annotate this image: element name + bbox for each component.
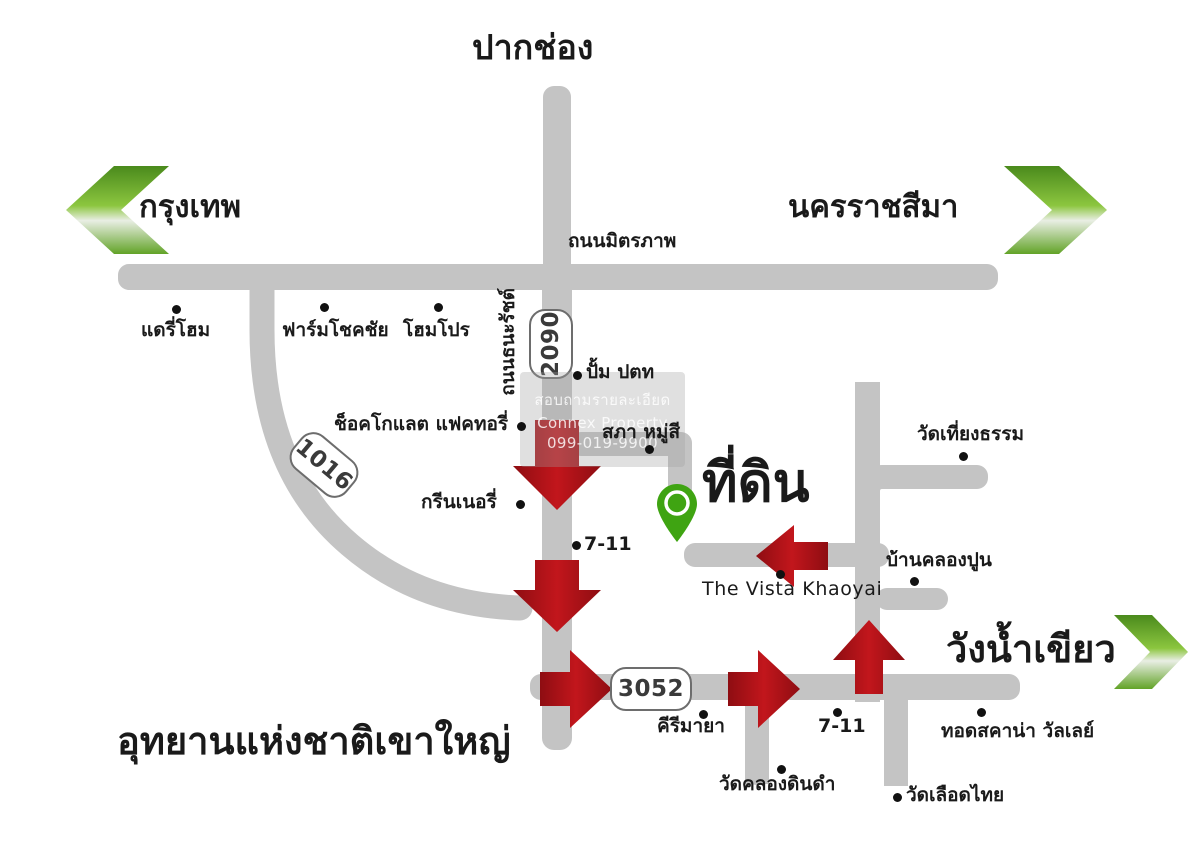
poi-label-chocolate-factory: ช็อคโกแลต แฟคทอรี่ xyxy=(334,413,509,435)
poi-label-wat-thiangtham: วัดเที่ยงธรรม xyxy=(917,423,1024,445)
route-arrow-down-2090 xyxy=(513,560,601,632)
direction-label-korat: นครราชสีมา xyxy=(788,189,959,225)
road-wat-thiangtham-curve xyxy=(856,465,926,551)
poi-label-ptt-station: ปั้ม ปตท xyxy=(586,361,655,383)
land-pin-icon xyxy=(657,484,697,542)
poi-label-farm-chokchai: ฟาร์มโชคชัย xyxy=(282,319,389,341)
road-label-mittraphap: ถนนมิตรภาพ xyxy=(568,230,677,252)
poi-label-dairy-home: แดรี่โฮม xyxy=(141,319,211,341)
road-wat-khlongdindam-cap xyxy=(745,755,769,785)
poi-dot-ptt-station xyxy=(573,371,582,380)
poi-dot-toscana-valley xyxy=(977,708,986,717)
route-shield-2090: 2090 xyxy=(529,309,573,379)
route-shield-2090-number: 2090 xyxy=(538,310,564,377)
road-wat-lueatthai-cap xyxy=(884,756,908,786)
poi-dot-farm-chokchai xyxy=(320,303,329,312)
poi-dot-greenery xyxy=(516,500,525,509)
direction-label-wangnamkhiao: วังน้ำเขียว xyxy=(946,627,1116,671)
watermark: สอบถามรายละเอียด Connex Property 099-019… xyxy=(520,372,685,467)
direction-arrow-wangnamkhiao[interactable] xyxy=(1112,615,1188,689)
poi-label-seven-eleven-south: 7-11 xyxy=(818,715,866,737)
route-arrow-down-sapha xyxy=(513,420,601,510)
road-label-thanarat: ถนนธนะรัชต์ xyxy=(497,288,519,396)
direction-arrow-korat[interactable] xyxy=(1002,166,1107,254)
road-khlongpun-east-stub xyxy=(876,588,948,610)
chevron-left-icon xyxy=(66,166,169,254)
destination-label-land: ที่ดิน xyxy=(702,451,810,514)
route-shield-1016-number: 1016 xyxy=(290,433,358,497)
route-arrow-up-khlongpun xyxy=(833,620,905,694)
poi-dot-dairy-home xyxy=(172,305,181,314)
poi-dot-ban-khlongpun xyxy=(910,577,919,586)
direction-arrow-bangkok[interactable] xyxy=(66,166,171,254)
poi-dot-sapha-moosi xyxy=(645,445,654,454)
poi-dot-the-vista-khaoyai xyxy=(776,570,785,579)
poi-label-sapha-moosi: สภา หมู่สี xyxy=(602,421,681,443)
poi-dot-homepro xyxy=(434,303,443,312)
route-shield-3052-number: 3052 xyxy=(617,676,684,702)
watermark-line-1: สอบถามรายละเอียด xyxy=(534,390,671,409)
chevron-right-icon xyxy=(1004,166,1107,254)
poi-label-kirimaya: คีรีมายา xyxy=(657,715,725,737)
route-arrow-right-3052-mid xyxy=(728,650,800,728)
poi-dot-kirimaya xyxy=(699,710,708,719)
poi-label-greenery: กรีนเนอรี่ xyxy=(421,491,497,513)
poi-dot-wat-lueatthai xyxy=(893,793,902,802)
poi-label-homepro: โฮมโปร xyxy=(403,319,470,341)
route-shield-1016: 1016 xyxy=(283,425,365,505)
road-khlongpun-top-cap xyxy=(855,382,880,422)
poi-label-seven-eleven-north: 7-11 xyxy=(584,533,632,555)
route-arrow-right-3052-west xyxy=(540,650,612,728)
poi-dot-seven-eleven-north xyxy=(572,541,581,550)
route-shield-3052: 3052 xyxy=(610,667,692,711)
direction-label-bangkok: กรุงเทพ xyxy=(139,189,242,225)
chevron-right-icon xyxy=(1114,615,1188,689)
poi-dot-chocolate-factory xyxy=(517,422,526,431)
watermark-line-3: 099-019-9900 xyxy=(546,433,659,452)
park-label: อุทยานแห่งชาติเขาใหญ่ xyxy=(117,719,511,763)
poi-label-wat-lueatthai: วัดเลือดไทย xyxy=(906,784,1005,806)
poi-dot-wat-thiangtham xyxy=(959,452,968,461)
poi-label-wat-khlongdindam: วัดคลองดินดำ xyxy=(719,773,836,795)
route-arrow-left-vista xyxy=(756,525,828,587)
poi-label-toscana-valley: ทอดสคาน่า วัลเลย์ xyxy=(941,720,1095,742)
watermark-line-2: Connex Property xyxy=(537,413,668,432)
map-title: ปากช่อง xyxy=(472,28,594,68)
poi-dot-wat-khlongdindam xyxy=(777,765,786,774)
poi-label-ban-khlongpun: บ้านคลองปูน xyxy=(886,549,992,571)
poi-label-the-vista-khaoyai: The Vista Khaoyai xyxy=(702,578,883,600)
road-north-vertical xyxy=(543,86,571,286)
poi-dot-seven-eleven-south xyxy=(833,708,842,717)
